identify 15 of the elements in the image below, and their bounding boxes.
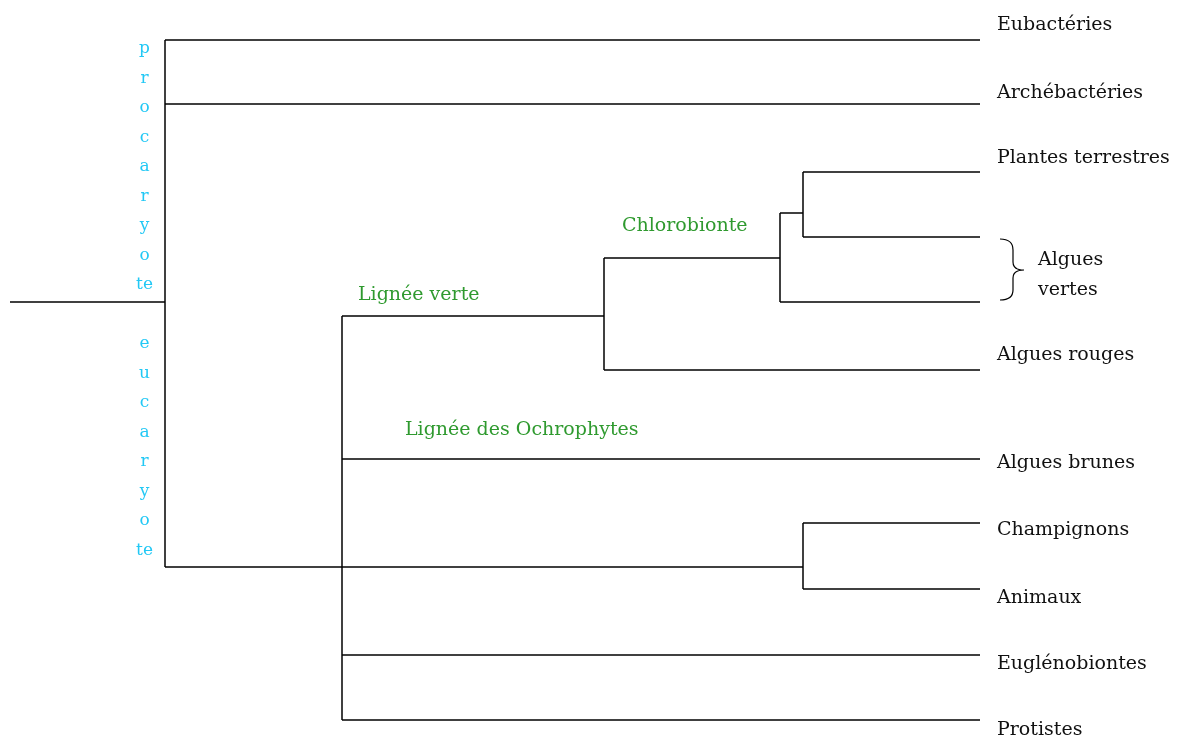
taxon-label: Animaux bbox=[997, 584, 1082, 609]
taxon-label: Algues vertes bbox=[1038, 246, 1105, 301]
clade-label: Lignée des Ochrophytes bbox=[405, 416, 639, 441]
taxon-label: Eubactéries bbox=[997, 11, 1113, 36]
taxon-label: Algues rouges bbox=[997, 341, 1135, 366]
vertical-label: eucaryote bbox=[136, 331, 153, 561]
taxon-label: Plantes terrestres bbox=[997, 144, 1170, 169]
taxon-label: Euglénobiontes bbox=[997, 650, 1147, 675]
vertical-label: procaryote bbox=[136, 36, 153, 295]
clade-label: Lignée verte bbox=[358, 281, 480, 306]
taxon-label: Archébactéries bbox=[997, 79, 1144, 104]
taxon-label: Protistes bbox=[997, 716, 1083, 741]
clade-label: Chlorobionte bbox=[622, 212, 748, 237]
taxon-label: Algues brunes bbox=[997, 449, 1135, 474]
taxon-label: Champignons bbox=[997, 516, 1130, 541]
